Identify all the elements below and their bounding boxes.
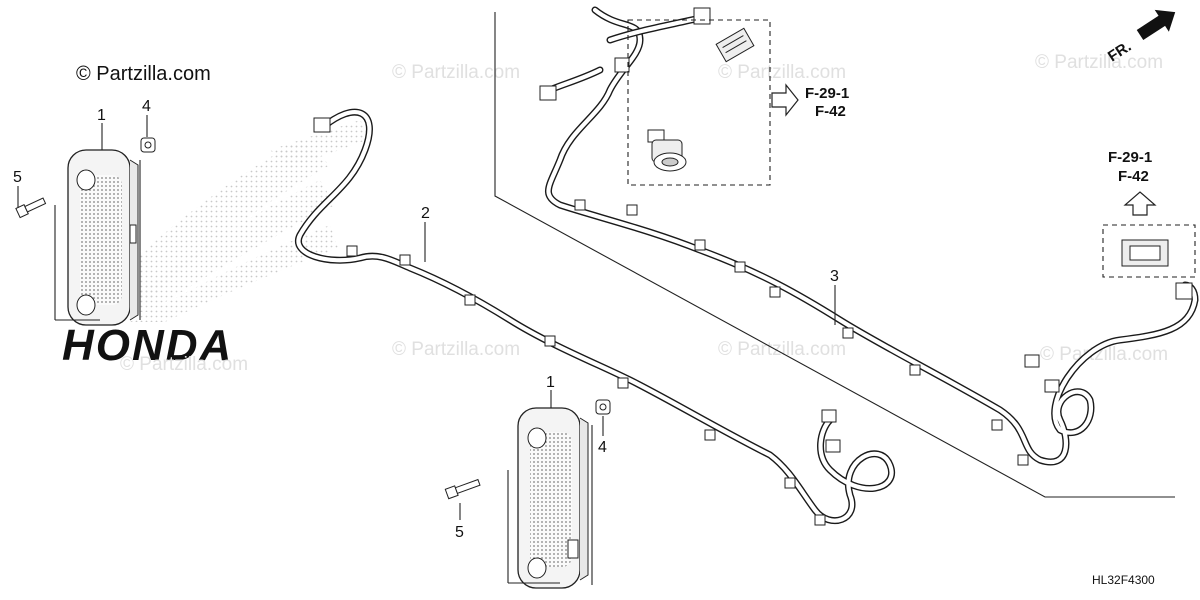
callout-harness: 2 <box>421 205 430 222</box>
callout-bolt: 5 <box>455 524 464 541</box>
socket-connector <box>1121 239 1169 267</box>
detail-box <box>1102 224 1196 278</box>
watermark-text: © Partzilla.com <box>120 354 248 375</box>
callout-bolt: 5 <box>13 169 22 186</box>
harness-connector <box>313 117 841 526</box>
callout-harness: 3 <box>830 268 839 285</box>
watermark-text: © Partzilla.com <box>718 62 846 83</box>
reference-text: F-29-1 <box>1108 149 1152 166</box>
callout-grommet: 4 <box>598 439 607 456</box>
bolt <box>444 478 481 500</box>
figure-code: HL32F4300 <box>1092 573 1155 587</box>
reference-text: F-42 <box>1118 168 1149 185</box>
wire-harness-front <box>295 108 896 525</box>
watermark-text: © Partzilla.com <box>392 62 520 83</box>
callout-leaders <box>17 115 836 520</box>
reference-text: F-29-1 <box>805 85 849 102</box>
harness-connector <box>539 7 1193 466</box>
reference-text: F-42 <box>815 103 846 120</box>
power-socket <box>647 129 687 172</box>
grommet <box>595 399 611 415</box>
reference-arrow-icon <box>1123 191 1157 216</box>
copyright-text: © Partzilla.com <box>76 63 211 85</box>
side-reflector-light <box>67 149 139 326</box>
reference-arrow-icon <box>771 83 799 117</box>
bolt <box>15 197 47 219</box>
callout-grommet: 4 <box>142 98 151 115</box>
detail-box <box>627 19 771 186</box>
callout-light: 1 <box>97 107 106 124</box>
side-reflector-light <box>517 407 589 589</box>
frame-line <box>494 12 1175 498</box>
watermark-text: © Partzilla.com <box>718 339 846 360</box>
front-direction-arrow-icon <box>1136 9 1176 41</box>
watermark-text: © Partzilla.com <box>1035 52 1163 73</box>
watermark-text: © Partzilla.com <box>1040 344 1168 365</box>
grommet <box>140 137 156 153</box>
wire-harness-rear <box>541 6 1199 466</box>
socket-connector <box>715 27 755 63</box>
watermark-text: © Partzilla.com <box>392 339 520 360</box>
honda-wing-logo <box>95 120 372 322</box>
honda-logo-text: HONDA <box>62 321 233 370</box>
callout-light: 1 <box>546 374 555 391</box>
